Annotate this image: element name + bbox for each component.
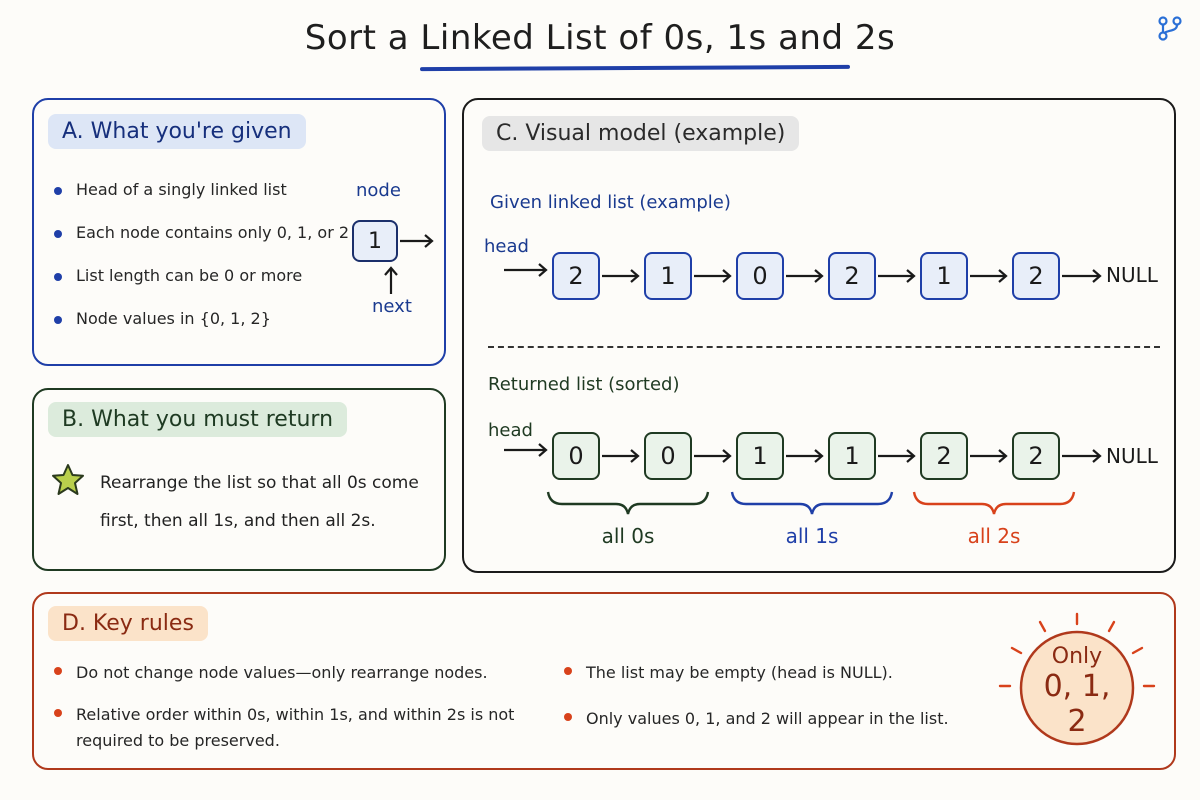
rule-item: The list may be empty (head is NULL). bbox=[562, 660, 982, 686]
given-head-label: head bbox=[484, 236, 529, 257]
given-null-label: NULL bbox=[1106, 263, 1158, 287]
returned-null-label: NULL bbox=[1106, 444, 1158, 468]
panel-key-rules: D. Key rules Do not change node values—o… bbox=[32, 592, 1176, 770]
rules-list-right: The list may be empty (head is NULL). On… bbox=[562, 660, 982, 752]
next-label: next bbox=[372, 296, 412, 317]
given-node: 2 bbox=[828, 252, 876, 300]
return-description: Rearrange the list so that all 0s come f… bbox=[100, 473, 419, 531]
returned-node: 2 bbox=[920, 432, 968, 480]
panel-return-header: B. What you must return bbox=[48, 402, 348, 437]
panel-visual-header: C. Visual model (example) bbox=[482, 116, 800, 151]
given-list-label: Given linked list (example) bbox=[490, 192, 731, 213]
list-arrows bbox=[504, 263, 1102, 515]
given-node: 0 bbox=[736, 252, 784, 300]
rule-item: Only values 0, 1, and 2 will appear in t… bbox=[562, 706, 982, 732]
panel-rules-header: D. Key rules bbox=[48, 606, 208, 641]
panel-return: B. What you must return Rearrange the li… bbox=[32, 388, 446, 571]
example-node: 1 bbox=[352, 220, 398, 262]
node-label: node bbox=[356, 180, 401, 201]
given-node: 2 bbox=[1012, 252, 1060, 300]
page-title: Sort a Linked List of 0s, 1s and 2s bbox=[304, 18, 896, 58]
badge-values: 0, 1, 2 bbox=[1043, 669, 1111, 739]
node-arrows bbox=[384, 234, 434, 294]
branch-icon bbox=[1158, 16, 1182, 41]
star-icon bbox=[52, 464, 84, 495]
section-divider bbox=[488, 346, 1160, 348]
rules-list-left: Do not change node values—only rearrange… bbox=[52, 660, 532, 770]
badge-text: Only 0, 1, 2 bbox=[1034, 644, 1120, 739]
given-item: List length can be 0 or more bbox=[52, 266, 349, 285]
group-label-twos: all 2s bbox=[967, 524, 1021, 548]
returned-node: 2 bbox=[1012, 432, 1060, 480]
given-node: 2 bbox=[552, 252, 600, 300]
rule-item: Do not change node values—only rearrange… bbox=[52, 660, 532, 686]
returned-node: 1 bbox=[736, 432, 784, 480]
panel-given-header: A. What you're given bbox=[48, 114, 306, 149]
rule-item: Relative order within 0s, within 1s, and… bbox=[52, 702, 532, 754]
given-item: Node values in {0, 1, 2} bbox=[52, 309, 349, 328]
title-underline bbox=[419, 64, 851, 72]
given-list: Head of a singly linked list Each node c… bbox=[52, 180, 349, 352]
sun-badge-icon bbox=[998, 612, 1156, 746]
returned-node: 0 bbox=[552, 432, 600, 480]
given-item: Each node contains only 0, 1, or 2 bbox=[52, 223, 349, 242]
returned-node: 0 bbox=[644, 432, 692, 480]
panel-visual-model: C. Visual model (example) Given linked l… bbox=[462, 98, 1176, 573]
badge-top-label: Only bbox=[1051, 644, 1103, 669]
group-label-zeros: all 0s bbox=[601, 524, 655, 548]
panel-given: A. What you're given Head of a singly li… bbox=[32, 98, 446, 366]
group-label-ones: all 1s bbox=[785, 524, 839, 548]
given-item: Head of a singly linked list bbox=[52, 180, 349, 199]
returned-head-label: head bbox=[488, 420, 533, 441]
given-node: 1 bbox=[644, 252, 692, 300]
given-node: 1 bbox=[920, 252, 968, 300]
returned-list-label: Returned list (sorted) bbox=[488, 374, 680, 395]
returned-node: 1 bbox=[828, 432, 876, 480]
